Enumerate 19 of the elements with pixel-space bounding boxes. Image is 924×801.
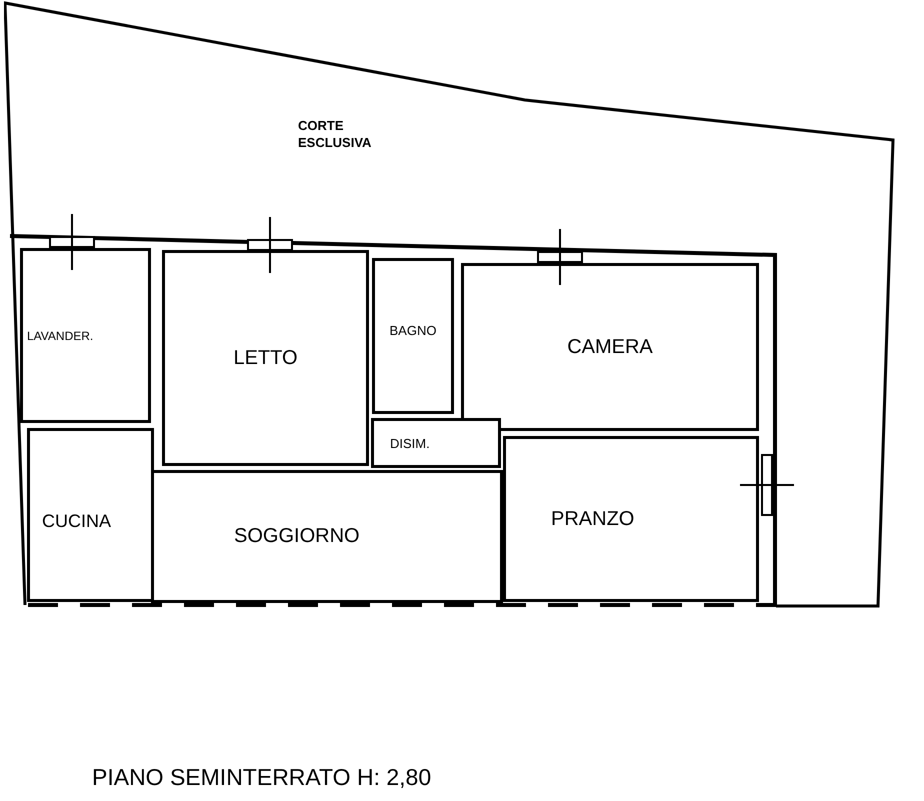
room-label: BAGNO [390, 323, 436, 338]
room-label: CUCINA [42, 511, 112, 532]
room-outline [151, 470, 503, 603]
room-outline [372, 258, 454, 414]
room-label: DISIM. [390, 436, 430, 450]
room-outline [371, 418, 501, 468]
plan-caption: PIANO SEMINTERRATO H: 2,80 [92, 764, 432, 791]
room-label: SOGGIORNO [234, 525, 360, 548]
courtyard-area [4, 1, 896, 609]
area-label: CORTE ESCLUSIVA [298, 118, 372, 152]
room-outline [461, 263, 759, 431]
room-label: LAVANDER. [27, 328, 94, 342]
room-outline [27, 428, 154, 602]
room-label: PRANZO [551, 508, 634, 530]
room-outline [503, 436, 759, 602]
room-outline [20, 248, 151, 423]
room-outline [162, 250, 369, 466]
room-label: CAMERA [567, 336, 653, 358]
room-label: LETTO [233, 346, 298, 370]
